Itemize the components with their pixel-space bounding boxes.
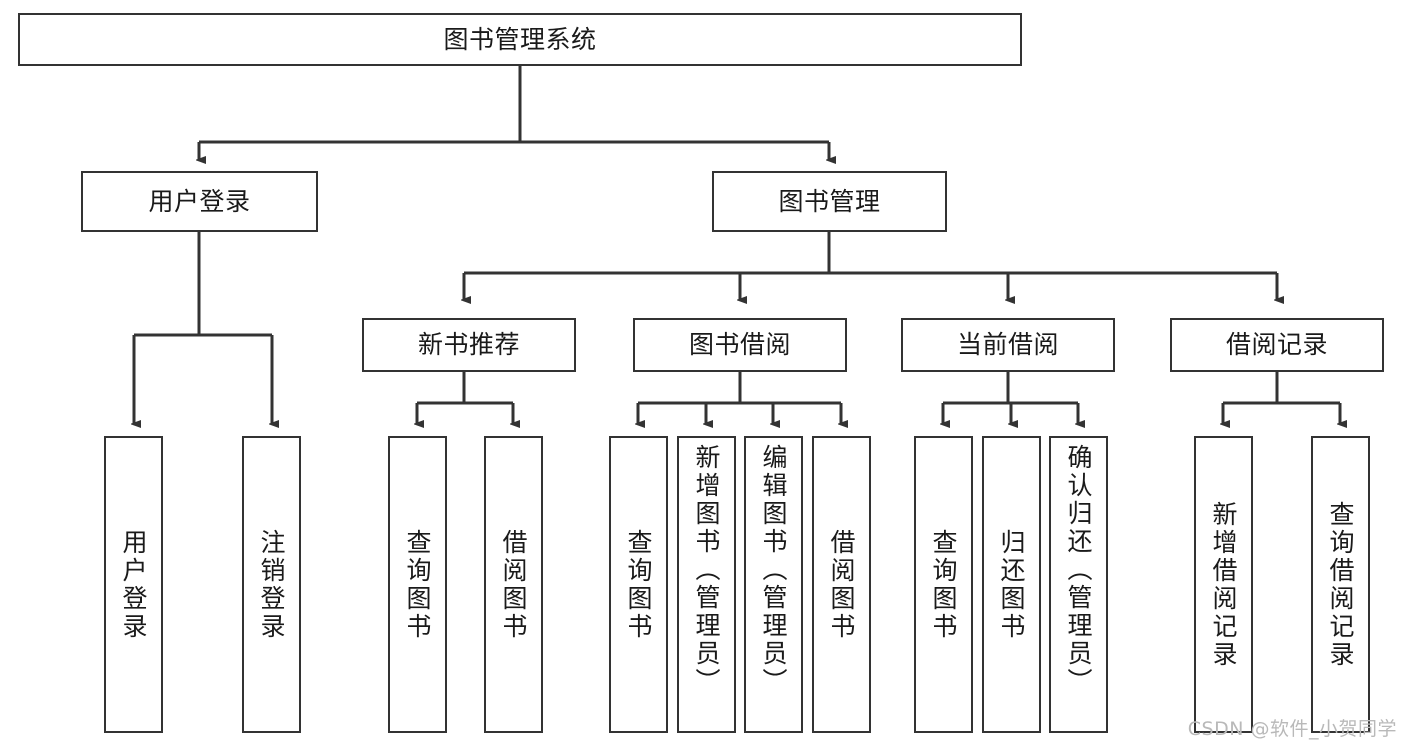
node-leaf-return-book-label: 归还图书 xyxy=(997,528,1026,641)
node-borrow-record-label: 借阅记录 xyxy=(1225,330,1328,359)
node-leaf-borrow-book-2-label: 借阅图书 xyxy=(827,528,856,641)
node-leaf-query-book-3-label: 查询图书 xyxy=(929,528,958,641)
node-leaf-edit-book-label: 编辑图书（管理员） xyxy=(759,444,788,696)
node-borrow-record[interactable]: 借阅记录 xyxy=(1170,318,1384,372)
node-leaf-add-record[interactable]: 新增借阅记录 xyxy=(1194,436,1253,733)
node-book-borrow-label: 图书借阅 xyxy=(688,330,791,359)
node-leaf-return-book[interactable]: 归还图书 xyxy=(982,436,1041,733)
node-current-borrow-label: 当前借阅 xyxy=(956,330,1059,359)
node-leaf-borrow-book-1-label: 借阅图书 xyxy=(499,528,528,641)
node-leaf-query-record[interactable]: 查询借阅记录 xyxy=(1311,436,1370,733)
node-leaf-user-login-label: 用户登录 xyxy=(119,528,148,641)
node-current-borrow[interactable]: 当前借阅 xyxy=(901,318,1115,372)
node-leaf-borrow-book-1[interactable]: 借阅图书 xyxy=(484,436,543,733)
node-root-system-label: 图书管理系统 xyxy=(443,24,597,54)
node-user-login[interactable]: 用户登录 xyxy=(81,171,318,232)
node-root-system[interactable]: 图书管理系统 xyxy=(18,13,1022,66)
node-leaf-query-book-3[interactable]: 查询图书 xyxy=(914,436,973,733)
node-user-login-label: 用户登录 xyxy=(148,186,251,216)
node-book-borrow[interactable]: 图书借阅 xyxy=(633,318,847,372)
node-leaf-query-book-2[interactable]: 查询图书 xyxy=(609,436,668,733)
node-leaf-add-record-label: 新增借阅记录 xyxy=(1209,500,1238,669)
node-leaf-edit-book[interactable]: 编辑图书（管理员） xyxy=(744,436,803,733)
node-leaf-logout-login-label: 注销登录 xyxy=(257,528,286,641)
node-new-book-recommend[interactable]: 新书推荐 xyxy=(362,318,576,372)
node-leaf-add-book[interactable]: 新增图书（管理员） xyxy=(677,436,736,733)
node-leaf-borrow-book-2[interactable]: 借阅图书 xyxy=(812,436,871,733)
node-new-book-recommend-label: 新书推荐 xyxy=(417,330,520,359)
node-leaf-confirm-return[interactable]: 确认归还（管理员） xyxy=(1049,436,1108,733)
node-leaf-confirm-return-label: 确认归还（管理员） xyxy=(1064,444,1093,696)
csdn-watermark: CSDN @软件_小贺同学 xyxy=(1187,718,1397,740)
node-leaf-logout-login[interactable]: 注销登录 xyxy=(242,436,301,733)
node-book-management-label: 图书管理 xyxy=(778,186,881,216)
node-leaf-user-login[interactable]: 用户登录 xyxy=(104,436,163,733)
node-leaf-query-book-1[interactable]: 查询图书 xyxy=(388,436,447,733)
node-leaf-query-book-1-label: 查询图书 xyxy=(403,528,432,641)
node-leaf-query-book-2-label: 查询图书 xyxy=(624,528,653,641)
node-leaf-add-book-label: 新增图书（管理员） xyxy=(692,444,721,696)
node-leaf-query-record-label: 查询借阅记录 xyxy=(1326,500,1355,669)
node-book-management[interactable]: 图书管理 xyxy=(712,171,947,232)
